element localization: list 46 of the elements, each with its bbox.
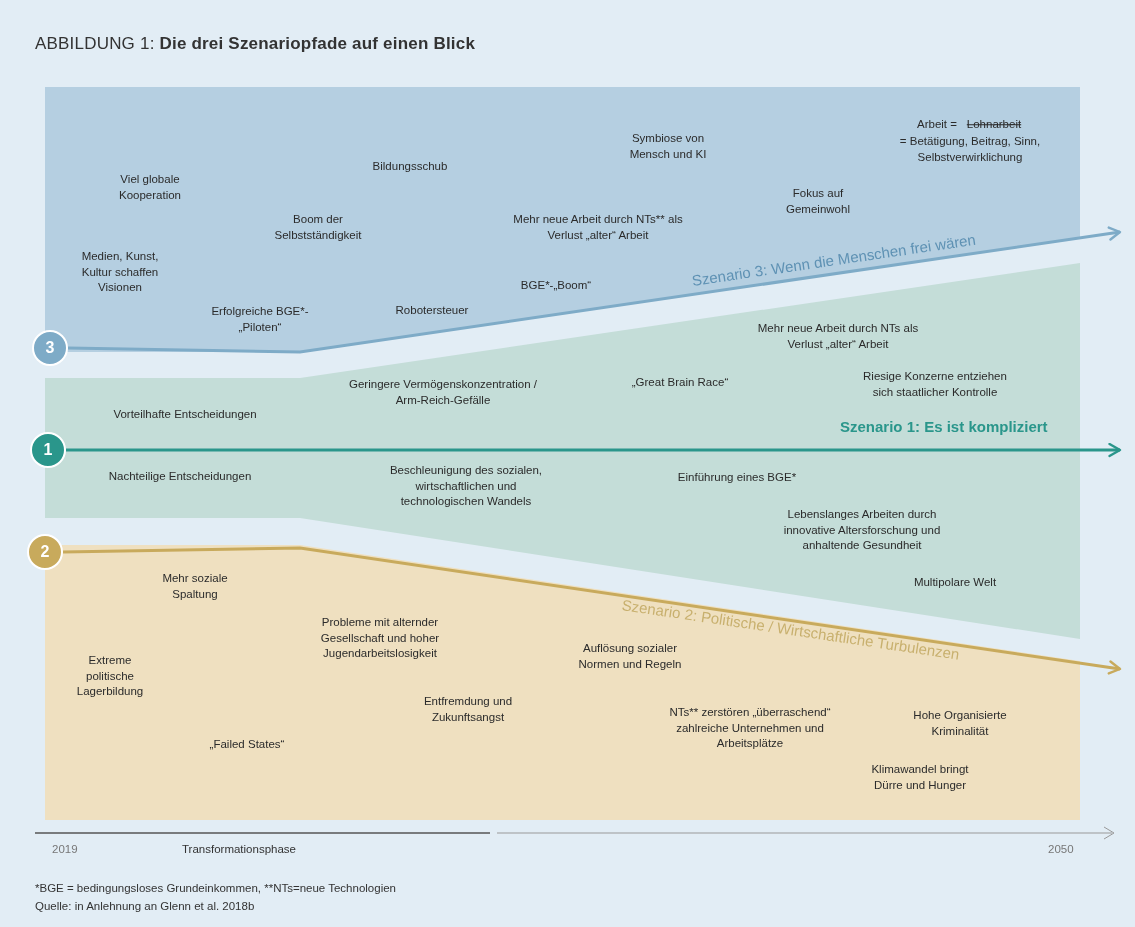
scenario-text: Auflösung sozialer Normen und Regeln bbox=[577, 641, 683, 672]
scenario-text: Riesige Konzerne entziehen sich staatlicher Kontrolle bbox=[862, 369, 1008, 400]
scenario-text: „Great Brain Race“ bbox=[630, 375, 730, 391]
scenario-number-circle: 3 bbox=[32, 330, 68, 366]
scenario-text: Bildungsschub bbox=[371, 159, 449, 175]
footnote: Quelle: in Anlehnung an Glenn et al. 2018b bbox=[35, 900, 255, 912]
scenario-number-circle: 1 bbox=[30, 432, 66, 468]
footnote: *BGE = bedingungsloses Grundeinkommen, **NTs=neue Technologien bbox=[35, 882, 396, 894]
scenario-text: Robotersteuer bbox=[394, 303, 470, 319]
timeline-label: Transformationsphase bbox=[182, 843, 296, 855]
scenario-text: BGE*-„Boom“ bbox=[519, 278, 593, 294]
scenario-text: Arbeit = bbox=[916, 117, 958, 133]
scenario-text: Fokus auf Gemeinwohl bbox=[785, 186, 851, 217]
scenario-text: Erfolgreiche BGE*-„Piloten“ bbox=[210, 304, 310, 335]
timeline-label: 2019 bbox=[52, 843, 78, 855]
scenario-text: Entfremdung und Zukunftsangst bbox=[422, 694, 514, 725]
scenario-arrow bbox=[67, 226, 1122, 354]
scenario-text: Nachteilige Entscheidungen bbox=[107, 469, 253, 485]
scenario-text: Geringere Vermögenskonzentration / Arm-Reich-Gefälle bbox=[348, 377, 538, 408]
scenario-text: Medien, Kunst, Kultur schaffen Visionen bbox=[80, 248, 160, 295]
edge-label: Szenario 1: Es ist kompliziert bbox=[840, 418, 1048, 435]
scenario-text: Viel globale Kooperation bbox=[118, 172, 182, 203]
scenario-text: Einführung eines BGE* bbox=[676, 470, 798, 486]
scenario-text: NTs** zerstören „überraschend“ zahlreiche Unternehmen und Arbeitsplätze bbox=[668, 704, 832, 751]
scenario-text: Boom der Selbstständigkeit bbox=[273, 212, 363, 243]
edge-label: Szenario 3: Wenn die Menschen frei wären bbox=[690, 230, 977, 289]
scenario-number-circle: 2 bbox=[27, 534, 63, 570]
scenario-text: Lohnarbeit bbox=[965, 117, 1023, 133]
scenario-text: Mehr neue Arbeit durch NTs als Verlust „alter“ Arbeit bbox=[756, 321, 920, 352]
scenario-text: Klimawandel bringt Dürre und Hunger bbox=[870, 762, 970, 793]
scenario-text: Hohe Organisierte Kriminalität bbox=[912, 708, 1008, 739]
scenario-text: Probleme mit alternder Gesellschaft und hoher Jugendarbeitslosigkeit bbox=[319, 614, 441, 661]
scenario-arrow bbox=[62, 546, 1122, 675]
timeline-label: 2050 bbox=[1048, 843, 1074, 855]
scenario-text: Beschleunigung des sozialen, wirtschaftlichen und technologischen Wandels bbox=[388, 462, 544, 509]
scenario-text: Symbiose von Mensch und KI bbox=[628, 131, 708, 162]
scenario-text: Extreme politische Lagerbildung bbox=[75, 652, 145, 699]
scenario-text: = Betätigung, Beitrag, Sinn, Selbstverwirklichung bbox=[898, 134, 1042, 165]
scenario-text: „Failed States“ bbox=[208, 737, 286, 753]
scenario-text: Vorteilhafte Entscheidungen bbox=[112, 407, 258, 423]
scenario-text: Lebenslanges Arbeiten durch innovative Altersforschung und anhaltende Gesundheit bbox=[782, 506, 942, 553]
scenario-arrow bbox=[66, 442, 1122, 458]
scenario-text: Multipolare Welt bbox=[912, 575, 998, 591]
scenario-text: Mehr neue Arbeit durch NTs** als Verlust „alter“ Arbeit bbox=[512, 212, 684, 243]
scenario-text: Mehr soziale Spaltung bbox=[161, 571, 229, 602]
figure-title: ABBILDUNG 1: Die drei Szenariopfade auf einen Blick bbox=[35, 34, 476, 54]
